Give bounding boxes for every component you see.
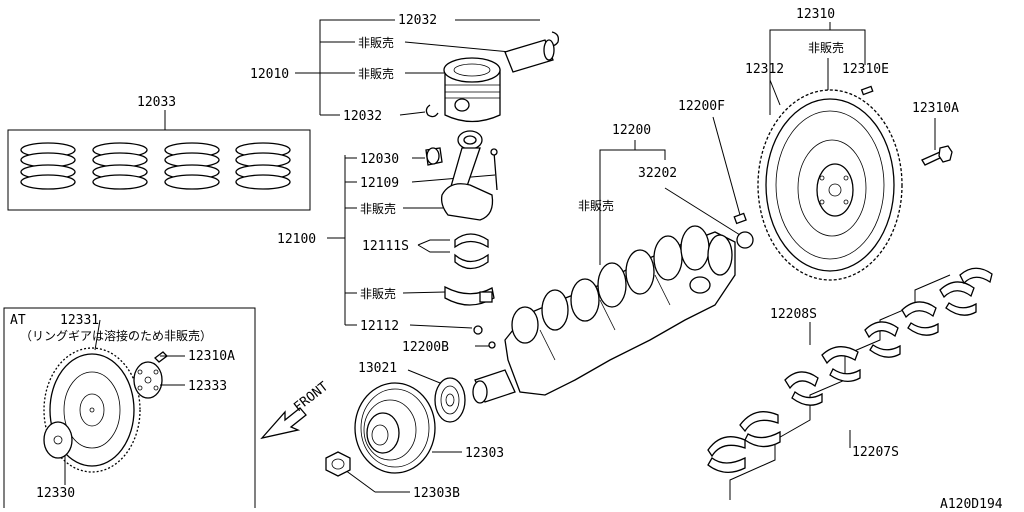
label-12100: 12100 — [277, 232, 316, 247]
label-front: FRONT — [291, 379, 331, 415]
label-12200b: 12200B — [402, 340, 449, 355]
label-12109: 12109 — [360, 176, 399, 191]
label-not-sold-5: 非販売 — [578, 198, 614, 213]
crankshaft — [472, 212, 754, 404]
flywheel-leader-lines — [769, 22, 936, 150]
label-not-sold-3: 非販売 — [360, 201, 396, 216]
label-12207s: 12207S — [852, 445, 899, 460]
label-12303b: 12303B — [413, 486, 460, 501]
label-at-12330: 12330 — [36, 486, 75, 501]
label-at-12333: 12333 — [188, 379, 227, 394]
piston-ring-set — [20, 142, 291, 190]
label-at-12310a: 12310A — [188, 349, 235, 364]
label-12303: 12303 — [465, 446, 504, 461]
label-12032-bottom: 12032 — [343, 109, 382, 124]
label-not-sold-6: 非販売 — [808, 40, 844, 55]
diagram-id: A120D194 — [940, 497, 1003, 512]
labels: 12032 非販売 12010 非販売 12032 12033 12030 12… — [10, 7, 1003, 512]
label-12310a: 12310A — [912, 101, 959, 116]
label-12310e: 12310E — [842, 62, 889, 77]
front-arrow — [260, 407, 307, 440]
label-12010: 12010 — [250, 67, 289, 82]
pulley-leader-lines — [344, 369, 462, 493]
flywheel — [757, 85, 903, 281]
label-12111s: 12111S — [362, 239, 409, 254]
label-at-note: （リングギアは溶接のため非販売） — [20, 328, 212, 343]
connecting-rod — [425, 130, 498, 221]
pulley-bolt — [325, 451, 351, 477]
at-flywheel-box — [3, 307, 256, 508]
label-12200: 12200 — [612, 123, 651, 138]
label-12032-top: 12032 — [398, 13, 437, 28]
label-32202: 32202 — [638, 166, 677, 181]
label-13021: 13021 — [358, 361, 397, 376]
label-12310: 12310 — [796, 7, 835, 22]
label-12200f: 12200F — [678, 99, 725, 114]
conrod-bearings — [444, 233, 495, 335]
label-12312: 12312 — [745, 62, 784, 77]
label-12208s: 12208S — [770, 307, 817, 322]
crank-pulley — [354, 382, 436, 474]
label-12112: 12112 — [360, 319, 399, 334]
main-bearings — [707, 267, 993, 473]
piston-leader-lines — [295, 19, 540, 116]
label-at-12331: 12331 — [60, 313, 99, 328]
piston-rings-box — [7, 110, 311, 211]
flywheel-bolt — [921, 145, 953, 166]
conrod-leader-lines — [327, 155, 496, 329]
label-not-sold-1: 非販売 — [358, 35, 394, 50]
label-not-sold-2: 非販売 — [358, 66, 394, 81]
label-not-sold-4: 非販売 — [360, 286, 396, 301]
crankshaft-leader-lines — [475, 116, 741, 347]
label-12033: 12033 — [137, 95, 176, 110]
label-12030: 12030 — [360, 152, 399, 167]
label-at: AT — [10, 313, 26, 328]
crank-sprocket — [434, 377, 466, 423]
piston-assembly — [425, 31, 560, 123]
